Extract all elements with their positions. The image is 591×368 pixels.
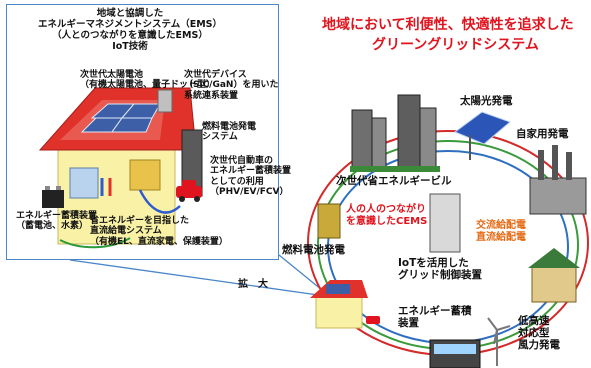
inset-solar-panels	[80, 103, 161, 133]
label-building: 次世代省エネルギービル	[336, 175, 452, 187]
label-dc-system: 省エネルギーを目指した 直流給電システム （有機EL、直流家電、保護装置）	[90, 216, 228, 247]
private-power-plant	[529, 145, 587, 215]
grid-house-right	[528, 248, 580, 303]
label-wind: 低高速 対応型 風力発電	[518, 315, 560, 352]
label-inset-storage: エネルギー蓄積装置 （蓄電池、水素）	[16, 211, 98, 232]
house-illustration	[38, 87, 197, 249]
title-line2: グリーングリッドシステム	[372, 37, 539, 53]
label-cems: 人の人のつながり を意識したCEMS	[346, 204, 428, 227]
label-fuel-cell-system: 燃料電池発電 システム	[202, 122, 257, 143]
cems-unit	[317, 203, 341, 239]
inset-car	[176, 180, 202, 202]
title-line1: 地域において利便性、快適性を追求した	[322, 17, 574, 33]
zoom-line-left	[69, 259, 319, 296]
label-grid-storage: エネルギー蓄積 装置	[398, 305, 472, 330]
label-device: 次世代デバイス （SiC/GaN）を用いた 系統連系装置	[184, 70, 279, 101]
label-solar: 太陽光発電	[460, 95, 513, 107]
label-grid-fuel-cell: 燃料電池発電	[282, 244, 345, 256]
label-ems: 地域と協調した エネルギーマネジメントシステム（EMS） （人とのつながりを意識…	[38, 8, 223, 52]
iot-control-unit	[429, 193, 461, 253]
label-ac-dc: 交流給配電 直流給配電	[476, 220, 526, 243]
label-vehicle: 次世代自動車の エネルギー蓄積装置 としての利用 （PHV/EV/FCV）	[210, 156, 292, 198]
office-buildings	[350, 94, 440, 172]
label-iot-control: IoTを活用した グリッド制御装置	[398, 257, 482, 282]
label-solar-cell: 次世代太陽電池 （有機太陽電池、量子ドット型）	[80, 70, 216, 91]
inset-battery	[42, 186, 64, 208]
label-private-power: 自家用発電	[516, 128, 569, 140]
zoom-label: 拡 大	[238, 279, 268, 290]
grid-solar-panel	[453, 111, 511, 160]
zoom-line-right	[278, 254, 323, 291]
grid-storage-screen	[434, 344, 476, 354]
wind-turbine	[487, 317, 511, 366]
grid-small-house	[310, 280, 380, 329]
